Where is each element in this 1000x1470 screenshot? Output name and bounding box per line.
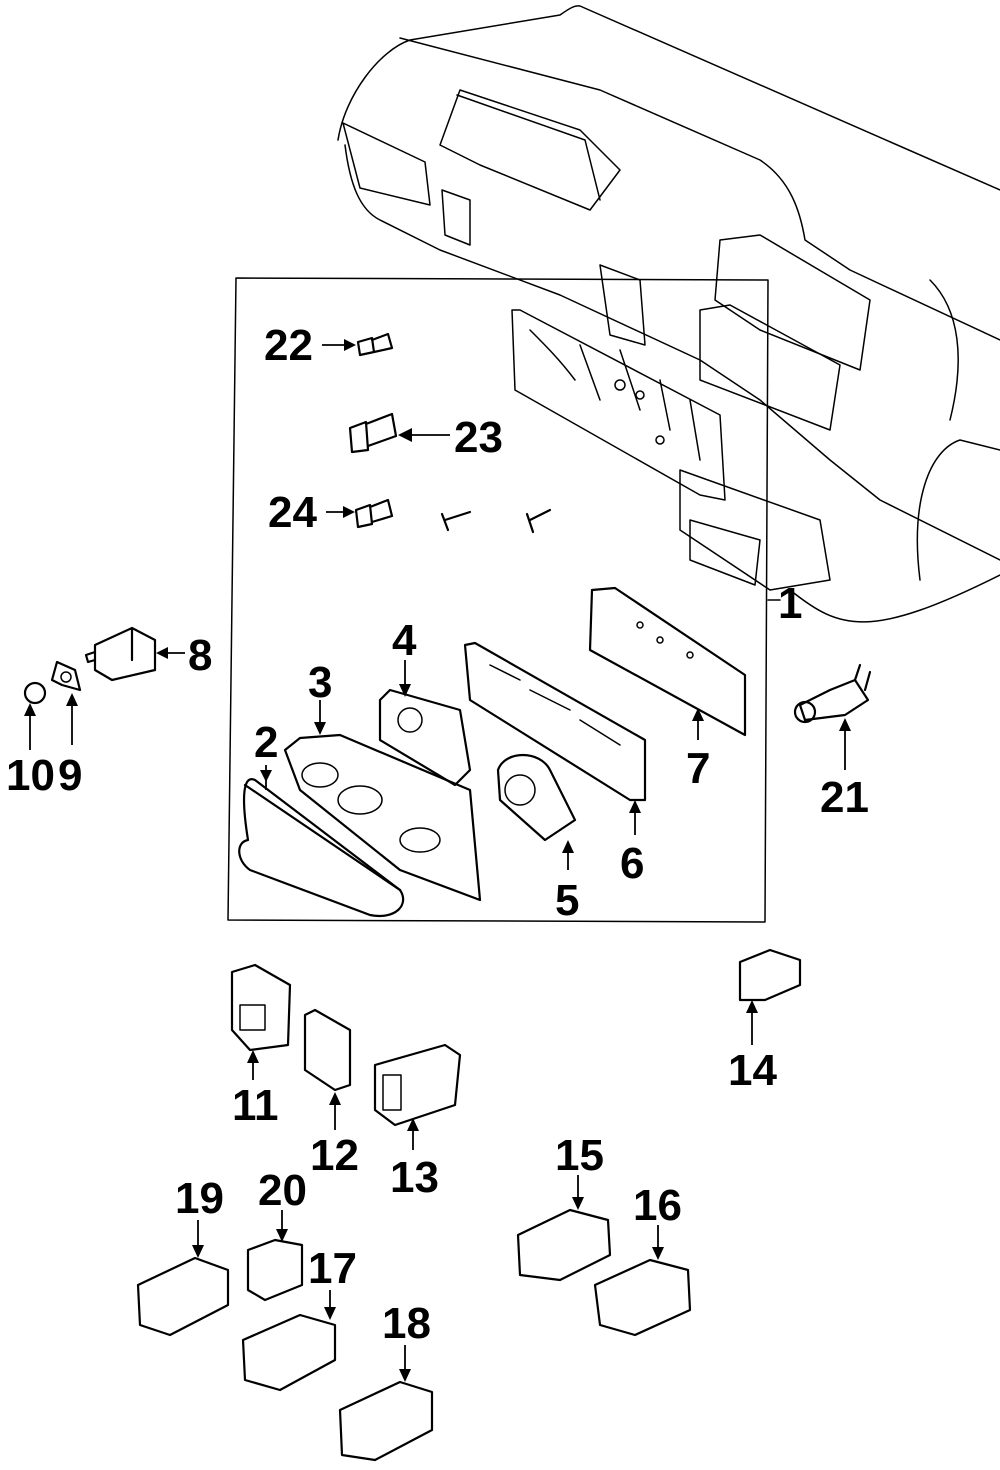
callout-21: 21 [820, 773, 869, 822]
bulb-10 [23, 681, 47, 750]
callout-20: 20 [258, 1166, 307, 1215]
switch-module-8 [84, 626, 185, 682]
switch-cap-20 [246, 1210, 304, 1302]
callout-18: 18 [382, 1299, 431, 1348]
callout-13: 13 [390, 1153, 439, 1202]
callout-3: 3 [308, 658, 332, 707]
switch-19 [136, 1220, 230, 1337]
callout-19: 19 [175, 1174, 224, 1223]
cluster-bezel-3 [283, 700, 482, 902]
callout-14: 14 [728, 1046, 777, 1095]
cluster-assembly-box [227, 277, 781, 923]
cluster-circuit-on-dash [511, 309, 726, 501]
callout-1: 1 [778, 579, 802, 628]
bulb-23 [348, 412, 450, 454]
mirror-switch-11 [230, 963, 292, 1080]
callout-16: 16 [633, 1181, 682, 1230]
screws [440, 508, 552, 534]
cluster-lens-2 [238, 765, 405, 918]
callout-9: 9 [58, 751, 82, 800]
dimmer-switch-13 [373, 1043, 462, 1150]
callout-22: 22 [264, 321, 313, 370]
connector-21 [793, 663, 872, 770]
small-switch-14 [738, 948, 802, 1045]
callout-2: 2 [254, 718, 278, 767]
callout-17: 17 [308, 1244, 357, 1293]
callout-10: 10 [6, 751, 55, 800]
bulb-24 [326, 498, 394, 529]
bulb-socket-9 [50, 660, 82, 745]
switch-bezel-12 [303, 1008, 352, 1130]
callout-12: 12 [310, 1131, 359, 1180]
tachometer-4 [378, 660, 472, 787]
dashboard-outline [337, 5, 1000, 623]
circuit-board-7 [588, 586, 747, 740]
callout-15: 15 [555, 1131, 604, 1180]
callout-7: 7 [686, 744, 710, 793]
switch-18 [338, 1345, 434, 1462]
callout-4: 4 [392, 616, 417, 665]
bulb-22 [322, 332, 394, 357]
callout-24: 24 [268, 488, 317, 537]
callout-8: 8 [188, 631, 212, 680]
switch-15 [516, 1175, 612, 1282]
switch-17 [241, 1290, 337, 1392]
switch-16 [593, 1225, 692, 1337]
cluster-case-6 [463, 641, 647, 835]
callout-5: 5 [555, 876, 579, 925]
callout-11: 11 [232, 1081, 279, 1130]
speedometer-5 [496, 754, 577, 870]
callout-6: 6 [620, 839, 644, 888]
callout-23: 23 [454, 413, 503, 462]
